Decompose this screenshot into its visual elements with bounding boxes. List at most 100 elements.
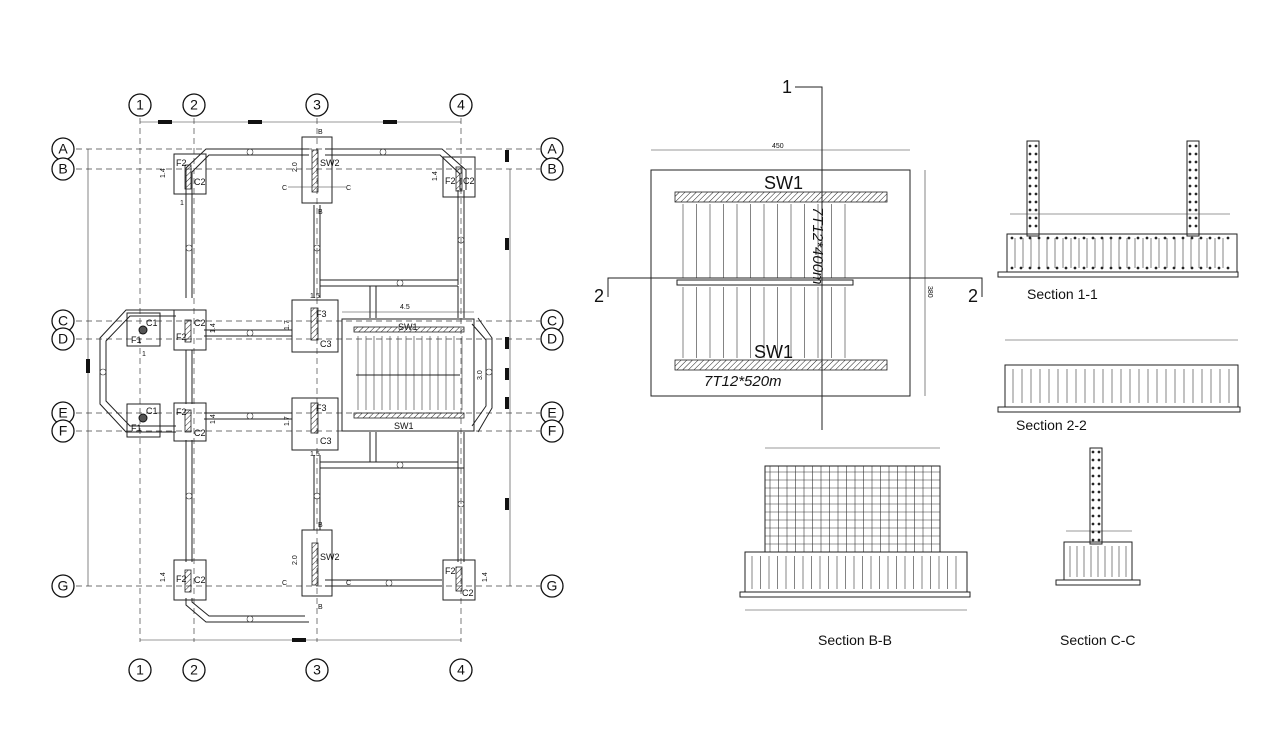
shear-wall-top: SW2 B B C C: [282, 129, 351, 216]
svg-text:B: B: [318, 209, 323, 216]
svg-text:2.0: 2.0: [292, 162, 299, 172]
svg-text:C3: C3: [320, 436, 332, 446]
svg-text:SW1: SW1: [764, 173, 803, 193]
svg-text:4: 4: [457, 662, 465, 678]
svg-text:E: E: [58, 405, 67, 421]
svg-text:C: C: [346, 185, 351, 192]
svg-text:1: 1: [142, 351, 146, 358]
section-c-c: Section C-C: [1055, 447, 1141, 648]
svg-text:Section 2-2: Section 2-2: [1016, 417, 1087, 433]
svg-text:1: 1: [136, 662, 144, 678]
svg-text:F1: F1: [131, 423, 142, 433]
svg-text:C2: C2: [462, 588, 474, 598]
svg-text:1: 1: [180, 200, 184, 207]
svg-text:F: F: [548, 423, 557, 439]
svg-text:4: 4: [457, 97, 465, 113]
svg-text:380: 380: [926, 286, 933, 298]
svg-text:B: B: [318, 522, 323, 529]
svg-text:2: 2: [190, 662, 198, 678]
svg-text:1.7: 1.7: [284, 320, 291, 330]
svg-text:2: 2: [190, 97, 198, 113]
svg-text:F2: F2: [176, 407, 187, 417]
svg-text:A: A: [58, 141, 68, 157]
svg-text:1.5: 1.5: [310, 293, 320, 300]
svg-text:C: C: [547, 313, 557, 329]
svg-text:4.5: 4.5: [400, 304, 410, 311]
svg-text:7T12*520m: 7T12*520m: [704, 373, 782, 390]
svg-text:B: B: [58, 161, 67, 177]
svg-text:1.5: 1.5: [310, 451, 320, 458]
svg-text:B: B: [318, 604, 323, 611]
svg-text:F2: F2: [445, 176, 456, 186]
svg-text:C3: C3: [320, 339, 332, 349]
footing-f2-g4: F2 C2: [442, 559, 476, 601]
section-2-2: Section 2-2: [997, 339, 1241, 433]
svg-text:1.4: 1.4: [160, 168, 167, 178]
svg-text:C2: C2: [194, 575, 206, 585]
svg-text:C2: C2: [194, 318, 206, 328]
svg-text:D: D: [58, 331, 68, 347]
svg-text:C2: C2: [194, 428, 206, 438]
footing-f2-d2: F2 C2: [173, 309, 207, 351]
svg-text:1.4: 1.4: [482, 572, 489, 582]
foundation-plan: F2 C2 F2 C2 C1 F1 C1 F1 F2 C2: [51, 93, 564, 682]
svg-text:3: 3: [313, 662, 321, 678]
svg-text:B: B: [318, 129, 323, 136]
svg-text:C: C: [346, 580, 351, 587]
svg-text:G: G: [547, 578, 558, 594]
svg-text:SW1: SW1: [754, 342, 793, 362]
stair-block: SW1 SW1 4.5: [341, 304, 475, 432]
svg-text:3: 3: [313, 97, 321, 113]
svg-text:1.4: 1.4: [210, 323, 217, 333]
svg-text:C2: C2: [463, 176, 475, 186]
section-b-b: Section B-B: [739, 447, 971, 648]
svg-text:1.4: 1.4: [432, 171, 439, 181]
footing-f2-b4: F2 C2: [442, 156, 476, 198]
svg-text:C: C: [58, 313, 68, 329]
svg-text:2.0: 2.0: [292, 555, 299, 565]
footing-f2-b2: F2 C2: [173, 153, 207, 195]
svg-text:F2: F2: [176, 332, 187, 342]
svg-text:C: C: [282, 580, 287, 587]
footing-f3-d3: F3 C3: [291, 299, 339, 353]
grid-bubbles: 1 2 3 4 1 2 3 4 A B C D E F G A B C D E …: [51, 93, 564, 682]
svg-text:C1: C1: [146, 318, 158, 328]
svg-text:E: E: [547, 405, 556, 421]
svg-text:2: 2: [968, 286, 978, 306]
svg-text:C: C: [282, 185, 287, 192]
svg-text:F2: F2: [445, 566, 456, 576]
svg-text:A: A: [547, 141, 557, 157]
svg-text:G: G: [58, 578, 69, 594]
svg-text:1.7: 1.7: [284, 416, 291, 426]
footing-f1-d1: C1 F1: [126, 312, 161, 347]
svg-text:F2: F2: [176, 158, 187, 168]
svg-text:1.4: 1.4: [160, 572, 167, 582]
svg-text:1.4: 1.4: [210, 414, 217, 424]
svg-text:3.0: 3.0: [477, 370, 484, 380]
footing-f3-f3: F3 C3: [291, 397, 339, 451]
svg-text:D: D: [547, 331, 557, 347]
svg-text:SW2: SW2: [320, 158, 340, 168]
svg-text:1: 1: [136, 97, 144, 113]
svg-text:SW1: SW1: [398, 322, 418, 332]
svg-text:C2: C2: [194, 177, 206, 187]
svg-text:SW2: SW2: [320, 552, 340, 562]
footing-f2-f2: F2 C2: [173, 402, 207, 442]
footing-f1-f1: C1 F1: [126, 403, 161, 438]
svg-text:F3: F3: [316, 309, 327, 319]
svg-text:SW1: SW1: [394, 421, 414, 431]
svg-text:1: 1: [782, 77, 792, 97]
svg-text:450: 450: [772, 143, 784, 150]
svg-text:Section B-B: Section B-B: [818, 632, 892, 648]
svg-text:F: F: [59, 423, 68, 439]
stair-footing-plan: 450 380 SW1 SW1 7T12*520m 7T12*400m 1 2 …: [594, 77, 983, 430]
svg-text:F2: F2: [176, 574, 187, 584]
svg-text:Section 1-1: Section 1-1: [1027, 286, 1098, 302]
svg-text:C1: C1: [146, 406, 158, 416]
svg-text:2: 2: [594, 286, 604, 306]
svg-text:F1: F1: [131, 335, 142, 345]
shear-wall-bottom: SW2 B B C C: [282, 522, 351, 611]
svg-text:7T12*400m: 7T12*400m: [809, 207, 826, 285]
